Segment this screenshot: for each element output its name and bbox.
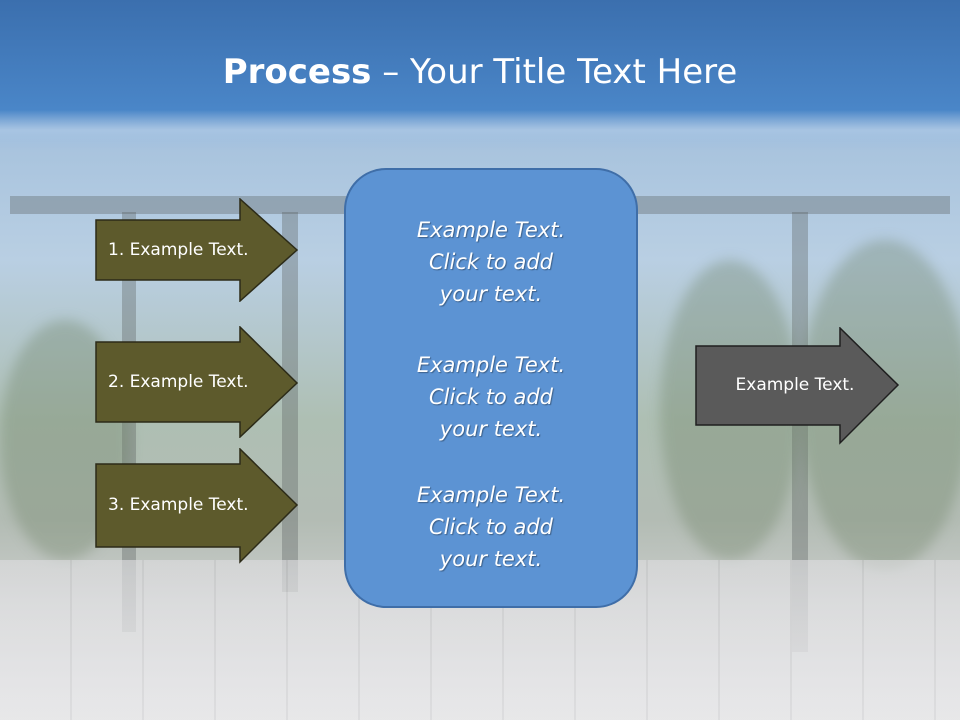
center-text-block-3: Example Text. Click to add your text.	[346, 479, 636, 575]
result-arrow-label: Example Text.	[735, 375, 855, 395]
center-text-block-2: Example Text. Click to add your text.	[346, 349, 636, 445]
arrow-shape	[95, 326, 299, 438]
center-line: your text.	[439, 547, 543, 571]
result-arrow[interactable]: Example Text.	[695, 327, 900, 445]
arrow-shape	[95, 198, 299, 302]
center-text-box[interactable]: Example Text. Click to add your text. Ex…	[344, 168, 638, 608]
center-line: Example Text.	[416, 218, 566, 242]
center-line: your text.	[439, 417, 543, 441]
title-rest: – Your Title Text Here	[371, 52, 738, 92]
step-arrow-label: 1. Example Text.	[108, 240, 249, 260]
center-line: Click to add	[428, 385, 553, 409]
pergola-post	[792, 212, 808, 652]
center-line: Click to add	[428, 250, 553, 274]
center-line: Example Text.	[416, 353, 566, 377]
step-arrow-2[interactable]: 2. Example Text.	[95, 326, 299, 438]
step-arrow-label: 3. Example Text.	[108, 495, 249, 515]
background-glow	[0, 110, 960, 150]
step-arrow-label: 2. Example Text.	[108, 372, 249, 392]
arrow-shape	[695, 327, 900, 445]
center-line: Click to add	[428, 515, 553, 539]
arrow-shape	[95, 448, 299, 564]
step-arrow-3[interactable]: 3. Example Text.	[95, 448, 299, 564]
center-line: your text.	[439, 282, 543, 306]
center-text-block-1: Example Text. Click to add your text.	[346, 214, 636, 310]
step-arrow-1[interactable]: 1. Example Text.	[95, 198, 299, 302]
page-title: Process – Your Title Text Here	[0, 52, 960, 92]
center-line: Example Text.	[416, 483, 566, 507]
title-bold: Process	[222, 52, 372, 92]
